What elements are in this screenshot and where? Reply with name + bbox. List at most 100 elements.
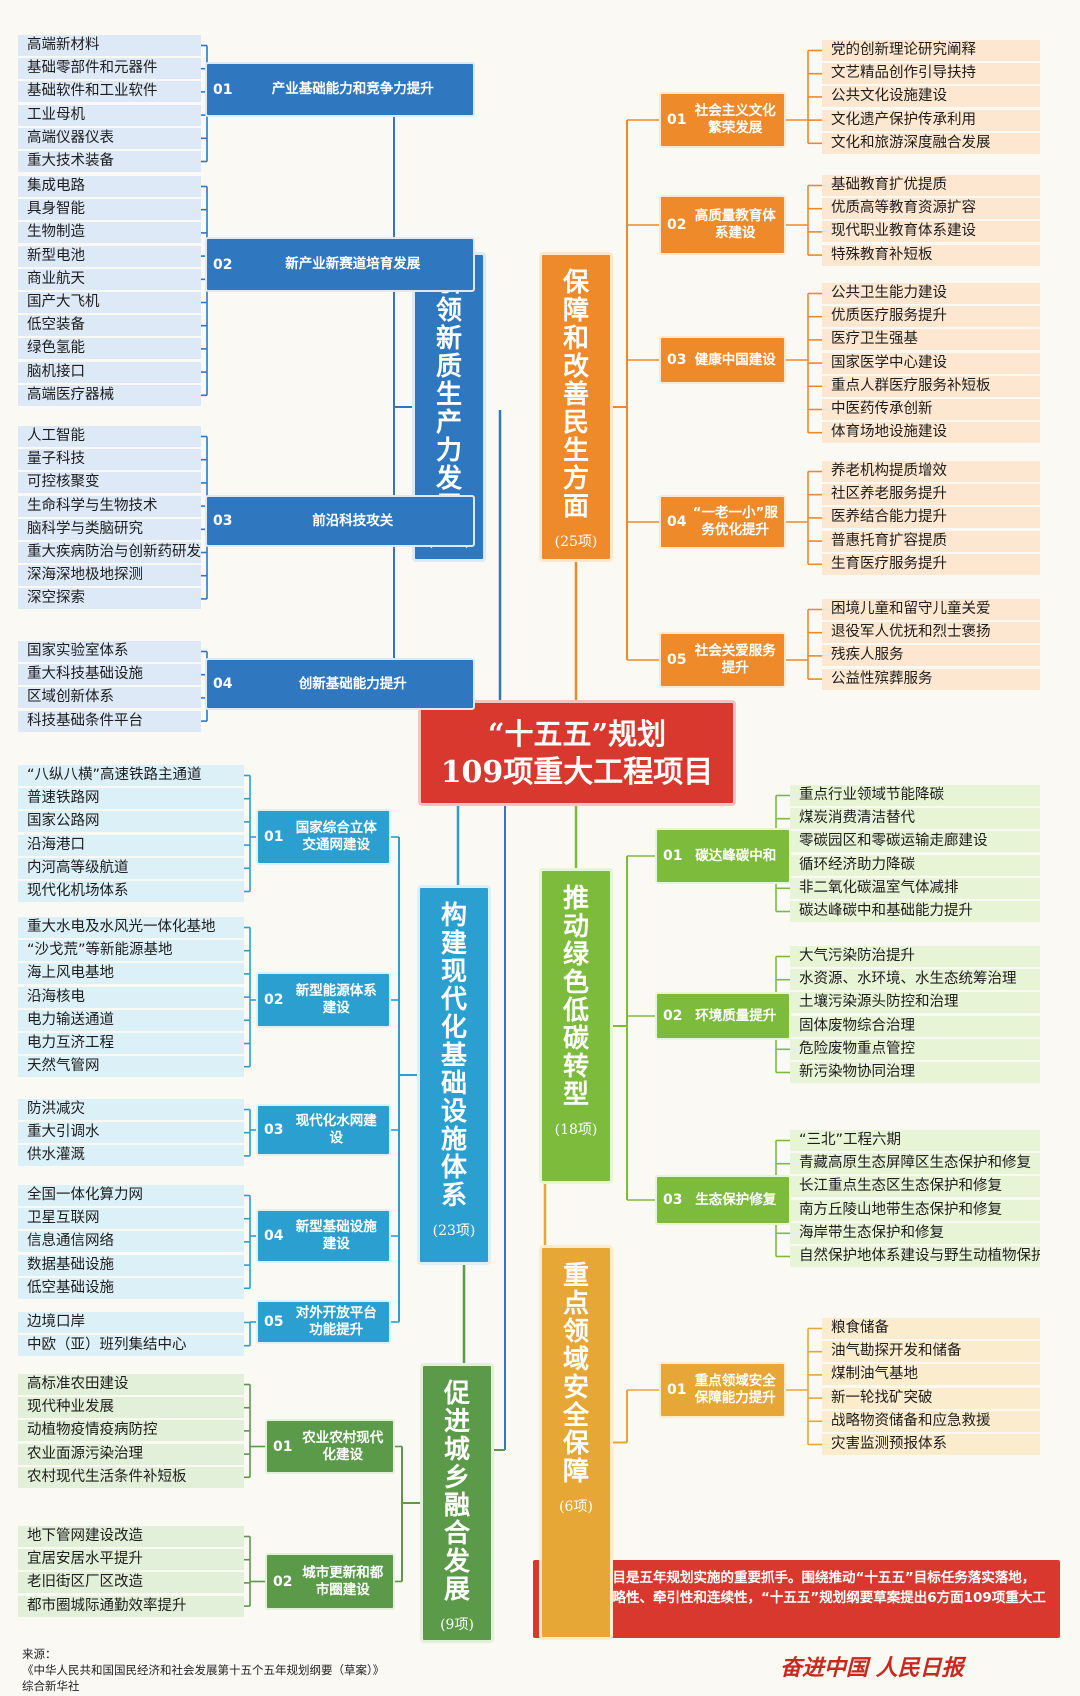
leaf-item: 老旧街区厂区改造 [18,1572,244,1594]
subcategory-number: 01 [667,1382,687,1398]
subcategory-number: 01 [667,112,687,128]
leaf-item: 具身智能 [18,199,201,221]
subcategory-box: 01 社会主义文化繁荣发展 [659,92,786,148]
subcategory-number: 03 [264,1122,284,1138]
leaf-item: 沿海港口 [18,834,244,856]
leaf-item: 危险废物重点管控 [790,1038,1040,1060]
subcategory-number: 01 [663,848,683,864]
leaf-item: “八纵八横”高速铁路主通道 [18,765,244,786]
leaf-item: 中欧（亚）班列集结中心 [18,1335,244,1357]
leaf-item: 普惠托育扩容提质 [822,530,1040,552]
leaf-item: 动植物疫情疫病防控 [18,1420,244,1442]
leaf-item: “三北”工程六期 [790,1130,1040,1151]
leaf-item: 重大水电及水风光一体化基地 [18,917,244,938]
leaf-item: 煤制油气基地 [822,1364,1040,1386]
subcategory-number: 02 [264,992,284,1008]
subcategory-label: 新产业新赛道培育发展 [285,256,421,272]
category-box: 推动绿色低碳转型(18项) [539,868,613,1184]
leaf-item: 中医药传承创新 [822,399,1040,420]
leaf-item: 普速铁路网 [18,788,244,810]
subcategory-label: 前沿科技攻关 [312,512,394,529]
leaf-item: 零碳园区和零碳运输走廊建设 [790,831,1040,853]
leaf-item: 海岸带生态保护和修复 [790,1222,1040,1244]
category-box: 重点领域安全保障(6项) [539,1245,613,1640]
leaf-item: 新一轮找矿突破 [822,1387,1040,1409]
subcategory-label: 社会主义文化繁荣发展 [694,103,776,136]
leaf-item: 绿色氢能 [18,338,201,360]
leaf-item: 商业航天 [18,268,201,290]
leaf-item: 低空基础设施 [18,1277,244,1299]
subcategory-label: 对外开放平台功能提升 [295,1305,377,1338]
leaf-item: 防洪减灾 [18,1099,244,1120]
leaf-item: 供水灌溉 [18,1145,244,1167]
subcategory-number: 01 [273,1438,293,1455]
leaf-item: 优质高等教育资源扩容 [822,198,1040,220]
leaf-item: 沿海核电 [18,986,244,1008]
subcategory-box: 03 前沿科技攻关 [205,495,475,547]
leaf-item: 油气勘探开发和储备 [822,1341,1040,1363]
category-box: 保障和改善民生方面(25项) [539,252,613,562]
brand-logo: 奋进中国 人民日报 [780,1655,964,1681]
subcategory-label: 产业基础能力和竞争力提升 [271,81,434,97]
subcategory-label: 农业农村现代化建设 [302,1429,384,1463]
subcategory-number: 05 [667,652,687,668]
summary-note: 重大工程项目是五年规划实施的重要抓手。围绕推动“十五五”目标任务落实落地，统筹考… [533,1560,1060,1638]
leaf-item: 重大疾病防治与创新药研发 [18,542,201,563]
leaf-item: 卫星互联网 [18,1208,244,1230]
leaf-item: 现代种业发展 [18,1397,244,1419]
leaf-item: 医养结合能力提升 [822,507,1040,529]
leaf-item: 生命科学与生物技术 [18,495,201,517]
subcategory-label: 城市更新和都市圈建设 [302,1564,384,1598]
leaf-item: 科技基础条件平台 [18,710,201,732]
subcategory-label: 高质量教育体系建设 [694,208,776,241]
leaf-item: 农村现代生活条件补短板 [18,1466,244,1488]
leaf-item: 现代职业教育体系建设 [822,221,1040,243]
leaf-item: 养老机构提质增效 [822,461,1040,482]
leaf-item: 基础软件和工业软件 [18,81,201,103]
subcategory-box: 02 环境质量提升 [655,992,791,1040]
leaf-item: 残疾人服务 [822,645,1040,667]
subcategory-label: “一老一小”服务优化提升 [692,505,778,538]
leaf-item: 现代化机场体系 [18,881,244,902]
category-count: (9项) [440,1617,474,1633]
subcategory-label: 生态保护修复 [695,1191,777,1208]
subcategory-number: 02 [663,1008,683,1024]
leaf-item: 土壤污染源头防控和治理 [790,992,1040,1014]
leaf-item: 地下管网建设改造 [18,1526,244,1547]
leaf-item: 循环经济助力降碳 [790,854,1040,876]
leaf-item: 国家实验室体系 [18,641,201,662]
leaf-item: 重点行业领域节能降碳 [790,785,1040,806]
leaf-item: 都市圈城际通勤效率提升 [18,1595,244,1617]
subcategory-label: 新型基础设施建设 [295,1219,377,1252]
leaf-item: 高端新材料 [18,35,201,56]
leaf-item: 战略物资储备和应急救援 [822,1410,1040,1432]
leaf-item: 特殊教育补短板 [822,244,1040,266]
subcategory-label: 环境质量提升 [695,1007,777,1024]
leaf-item: 集成电路 [18,176,201,197]
leaf-item: 大气污染防治提升 [790,946,1040,967]
leaf-item: 低空装备 [18,315,201,337]
leaf-item: 新污染物协同治理 [790,1062,1040,1083]
subcategory-number: 03 [213,513,233,529]
leaf-item: 退役军人优抚和烈士褒扬 [822,622,1040,644]
source-line1: 《中华人民共和国国民经济和社会发展第十五个五年规划纲要（草案）》 [22,1663,385,1677]
leaf-item: 社区养老服务提升 [822,484,1040,506]
leaf-item: 长江重点生态区生态保护和修复 [790,1176,1040,1198]
subcategory-number: 01 [264,829,284,845]
leaf-item: 党的创新理论研究阐释 [822,40,1040,61]
leaf-item: 边境口岸 [18,1312,244,1333]
leaf-item: 体育场地设施建设 [822,422,1040,444]
subcategory-number: 03 [667,352,687,368]
